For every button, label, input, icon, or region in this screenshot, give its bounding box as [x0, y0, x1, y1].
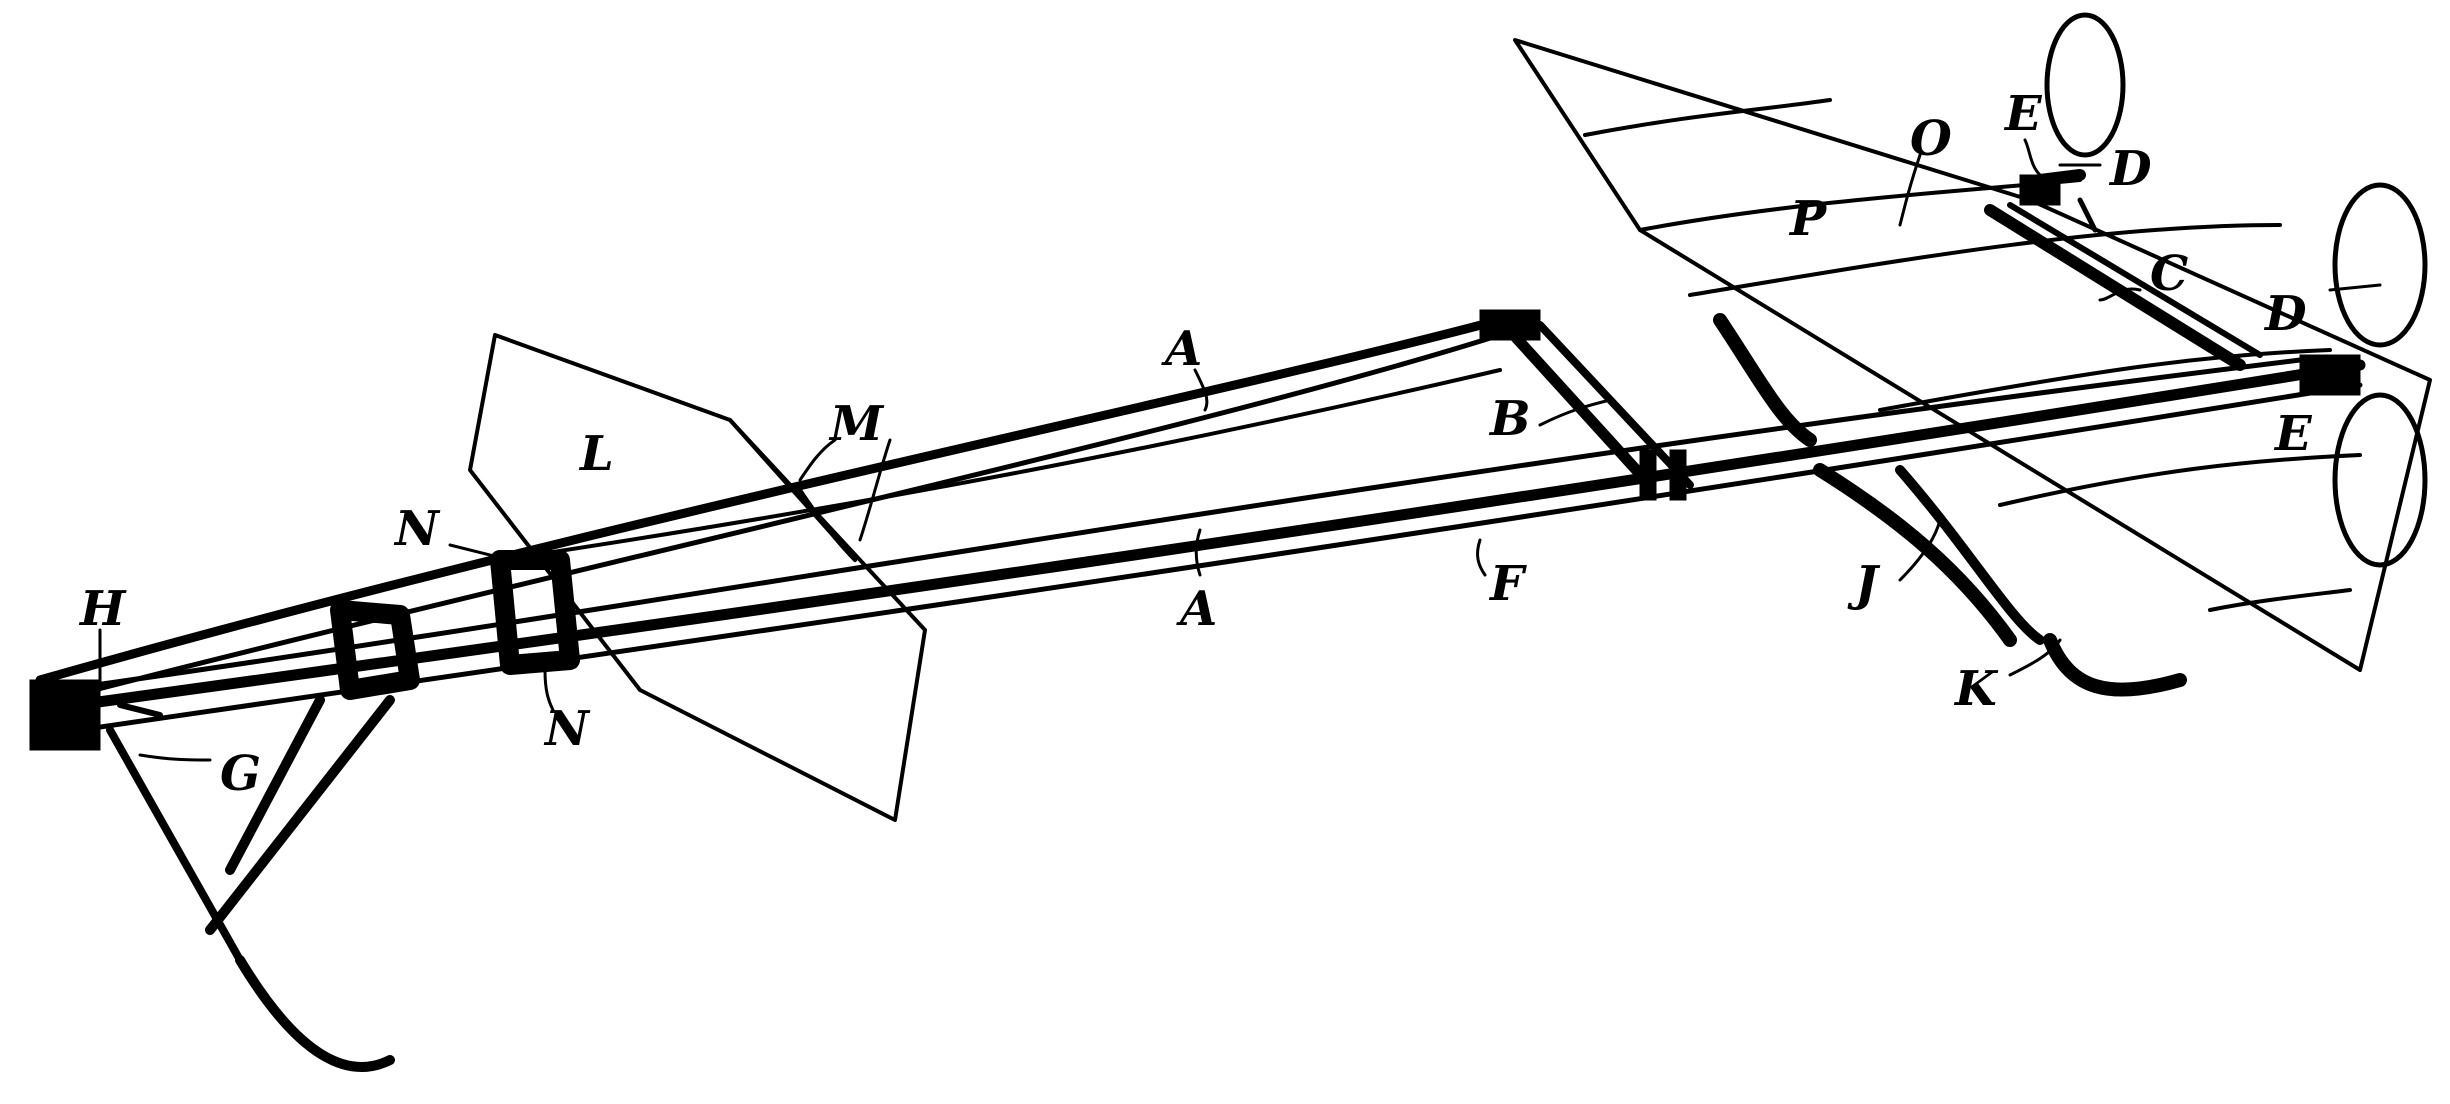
- middle-brace: [57, 357, 2303, 693]
- front-skid-leg-2: [225, 695, 325, 875]
- label-a-upper: A: [1161, 321, 1202, 377]
- wing-rib-4: [1878, 348, 2332, 412]
- upper-frame-stick: [35, 315, 1505, 685]
- upper-propeller-blade-top: [2044, 12, 2126, 158]
- front-plane-brace: [798, 488, 857, 562]
- front-skid-runner: [235, 955, 395, 1072]
- label-l: L: [578, 426, 614, 482]
- wing-rib-2: [1638, 178, 2082, 232]
- upper-brace: [498, 368, 1502, 562]
- leader-n-lower: [543, 668, 555, 712]
- cross-bar-joint-b: [1669, 449, 1687, 501]
- label-p: P: [1788, 191, 1828, 247]
- bearing-block-upper: [2019, 174, 2061, 206]
- leader-b: [1538, 398, 1612, 427]
- cross-bar-left: [1494, 314, 1656, 491]
- label-e-upper: E: [2003, 86, 2043, 142]
- cross-bar-joint-a: [1639, 449, 1657, 501]
- upper-propeller-shaft: [2077, 197, 2098, 233]
- label-e-lower: E: [2273, 406, 2313, 462]
- cross-bar-clip: [1479, 309, 1541, 341]
- cross-member-b: [1479, 309, 1694, 501]
- rear-skid-runner: [2043, 633, 2187, 697]
- leader-o: [1898, 153, 1922, 227]
- leader-g: [138, 753, 212, 762]
- front-hook: [117, 702, 163, 718]
- leader-n-upper: [448, 543, 512, 562]
- lower-propeller-blade-top: [2332, 182, 2428, 348]
- labels: A A B C D D E E F G H J K L M N N O P: [78, 86, 2313, 802]
- front-skid-leg-3: [205, 695, 395, 935]
- wing-rib-6: [2208, 588, 2352, 612]
- front-plane: [468, 333, 927, 822]
- leader-m-1: [798, 438, 837, 482]
- label-h: H: [78, 581, 127, 637]
- wing-rib-5: [1998, 453, 2362, 507]
- label-a-lower: A: [1176, 581, 1217, 637]
- leader-a-upper: [1193, 368, 1209, 412]
- bearing-block-lower: [2299, 354, 2361, 396]
- wing-rib-1: [1583, 98, 1832, 137]
- leader-c: [2098, 287, 2142, 302]
- label-g: G: [220, 746, 261, 802]
- label-k: K: [1953, 661, 1999, 717]
- rear-skid: [1713, 313, 2187, 697]
- leader-k: [2008, 638, 2062, 677]
- propellers: [2044, 12, 2428, 568]
- leader-e-upper: [2023, 138, 2042, 177]
- wing-outline: [1513, 38, 2432, 672]
- label-m: M: [828, 396, 885, 452]
- rear-skid-strut-3: [1895, 465, 2045, 645]
- front-skid: [106, 695, 395, 1072]
- rear-bar-inner: [2007, 202, 2263, 358]
- leader-f: [1476, 538, 1487, 577]
- leader-lines: [98, 138, 2382, 762]
- rear-skid-strut-2: [1813, 463, 2017, 647]
- rear-bar: [1984, 204, 2246, 371]
- label-b: B: [1488, 391, 1531, 447]
- label-f: F: [1488, 556, 1527, 612]
- label-n-lower: N: [543, 701, 591, 757]
- front-block-band-1: [330, 600, 420, 700]
- rear-skid-strut-1: [1713, 313, 1817, 447]
- leader-j: [1898, 518, 1942, 582]
- front-fittings: [29, 550, 580, 751]
- wing-rib-3: [1688, 223, 2282, 297]
- label-o: O: [1910, 111, 1952, 167]
- lower-propeller: [2332, 182, 2428, 568]
- front-block-band-2: [490, 550, 580, 675]
- lower-propeller-blade-bottom: [2332, 392, 2428, 568]
- leader-d-lower: [2328, 283, 2382, 292]
- cross-bar-right: [1536, 321, 1694, 489]
- leader-m-2: [858, 438, 892, 542]
- main-wing: [1513, 38, 2432, 672]
- rear-bar-c: [1984, 169, 2361, 396]
- nose-block: [29, 679, 101, 751]
- label-c: C: [2150, 246, 2188, 302]
- label-j: J: [1847, 556, 1881, 612]
- upper-propeller: [2044, 12, 2126, 233]
- label-d-upper: D: [2108, 141, 2152, 197]
- label-n-upper: N: [393, 501, 441, 557]
- label-d-lower: D: [2263, 286, 2307, 342]
- leader-a-lower: [1194, 528, 1202, 577]
